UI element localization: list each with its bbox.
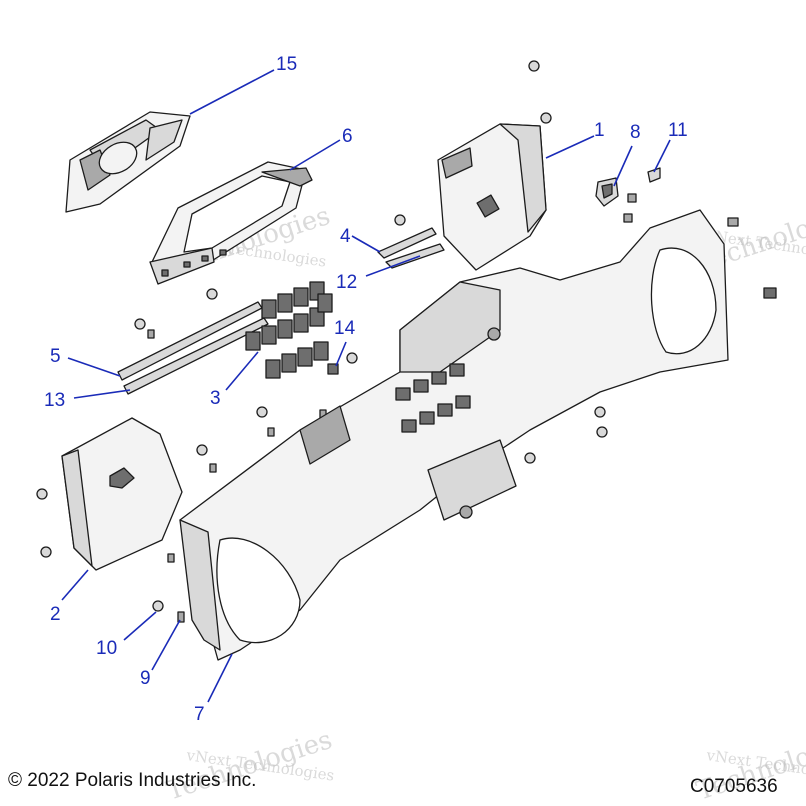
gauge-cover-part <box>65 111 191 213</box>
leader-line-11 <box>653 139 671 173</box>
side-panel-part-2 <box>61 417 183 571</box>
leader-line-9 <box>151 619 181 671</box>
leader-line-3 <box>225 351 259 391</box>
side-panel-part-1 <box>437 123 547 271</box>
callout-11: 11 <box>668 120 688 141</box>
leader-line-4 <box>351 235 381 253</box>
fasteners <box>36 60 777 623</box>
display-bezel-part <box>149 161 313 285</box>
clip-part-4 <box>377 227 437 259</box>
clip-part-11 <box>647 167 661 183</box>
leader-lines <box>61 69 671 703</box>
callout-5: 5 <box>50 346 61 367</box>
callout-6: 6 <box>342 126 353 147</box>
leader-line-14 <box>335 341 347 367</box>
callout-7: 7 <box>194 704 205 725</box>
callout-labels: 15 6 1 8 11 4 12 14 5 13 3 2 10 9 7 <box>44 54 688 725</box>
callout-15: 15 <box>276 54 297 75</box>
leader-line-8 <box>613 145 633 187</box>
copyright-notice: © 2022 Polaris Industries Inc. <box>8 770 257 791</box>
leader-line-1 <box>545 135 595 159</box>
switch-part-14 <box>327 363 339 375</box>
leader-line-10 <box>123 611 157 641</box>
callout-12: 12 <box>336 272 357 293</box>
watermark-bottom-left: vNext Technologies Technologies <box>163 725 336 806</box>
callout-1: 1 <box>594 120 605 141</box>
callout-3: 3 <box>210 388 221 409</box>
bracket-part-8 <box>595 177 619 207</box>
trim-strip-part-5 <box>117 301 263 381</box>
callout-4: 4 <box>340 226 351 247</box>
leader-line-15 <box>189 69 275 115</box>
leader-line-2 <box>61 569 89 601</box>
callout-13: 13 <box>44 390 65 411</box>
callout-8: 8 <box>630 122 641 143</box>
switch-blanks-part-3 <box>245 281 333 379</box>
leader-line-13 <box>73 389 131 399</box>
dashboard-main-part <box>179 209 729 661</box>
leader-line-7 <box>207 653 233 703</box>
callout-14: 14 <box>334 318 356 339</box>
clip-part-12 <box>385 243 445 269</box>
leader-line-6 <box>289 139 341 171</box>
callout-9: 9 <box>140 668 151 689</box>
trim-strip-part-13 <box>123 317 269 395</box>
leader-line-12 <box>365 255 421 277</box>
callout-2: 2 <box>50 604 61 625</box>
leader-line-5 <box>67 357 121 377</box>
figure-code: C0705636 <box>690 776 778 797</box>
callout-10: 10 <box>96 638 117 659</box>
